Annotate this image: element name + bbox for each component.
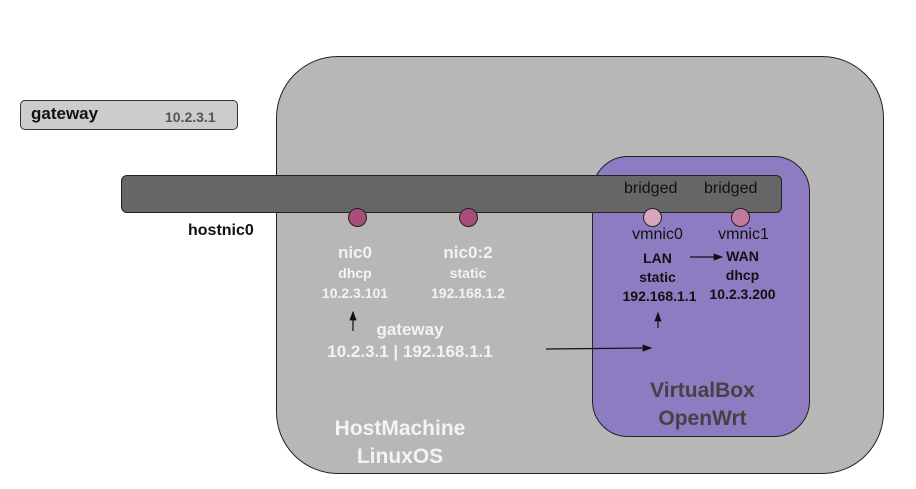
nic0-mode: dhcp xyxy=(338,265,372,281)
vmnic0-bridged-label: bridged xyxy=(624,180,678,197)
vmnic0-port-icon xyxy=(643,208,662,227)
nic0-name: nic0 xyxy=(337,243,373,262)
vmnic1-mode: dhcp xyxy=(725,267,760,283)
vm-title-line2: OpenWrt xyxy=(658,407,747,430)
nic0-2-name: nic0:2 xyxy=(443,243,493,262)
vmnic1-name: vmnic1 xyxy=(718,226,769,243)
host-gateway-ips: 10.2.3.1 | 192.168.1.1 xyxy=(327,342,493,361)
host-gateway-label: gateway xyxy=(376,320,444,339)
nic0-2-mode: static xyxy=(449,265,487,281)
gateway-label: gateway xyxy=(31,104,99,123)
vmnic0-ip: 192.168.1.1 xyxy=(622,288,697,304)
vmnic0-role: LAN xyxy=(643,250,672,266)
vmnic0-mode: static xyxy=(639,269,676,285)
vmnic0-name: vmnic0 xyxy=(632,226,683,243)
vmnic1-port-icon xyxy=(731,208,750,227)
nic0-2-ip: 192.168.1.2 xyxy=(431,285,505,301)
nic0-ip: 10.2.3.101 xyxy=(321,285,389,301)
gateway-box xyxy=(20,100,238,130)
nic0-port-icon xyxy=(348,208,367,227)
hostnic0-bar xyxy=(121,175,782,213)
vmnic1-ip: 10.2.3.200 xyxy=(709,286,776,302)
host-to-vm-arrow xyxy=(545,344,653,352)
vmnic1-role: WAN xyxy=(726,248,759,264)
vmnic1-bridged-label: bridged xyxy=(704,180,758,197)
hostnic0-label: hostnic0 xyxy=(188,222,254,239)
nic0-2-port-icon xyxy=(459,208,478,227)
gateway-ip: 10.2.3.1 xyxy=(165,109,216,125)
host-title-line1: HostMachine xyxy=(334,417,466,440)
vm-title-line1: VirtualBox xyxy=(650,379,755,402)
host-title-line2: LinuxOS xyxy=(356,445,444,468)
